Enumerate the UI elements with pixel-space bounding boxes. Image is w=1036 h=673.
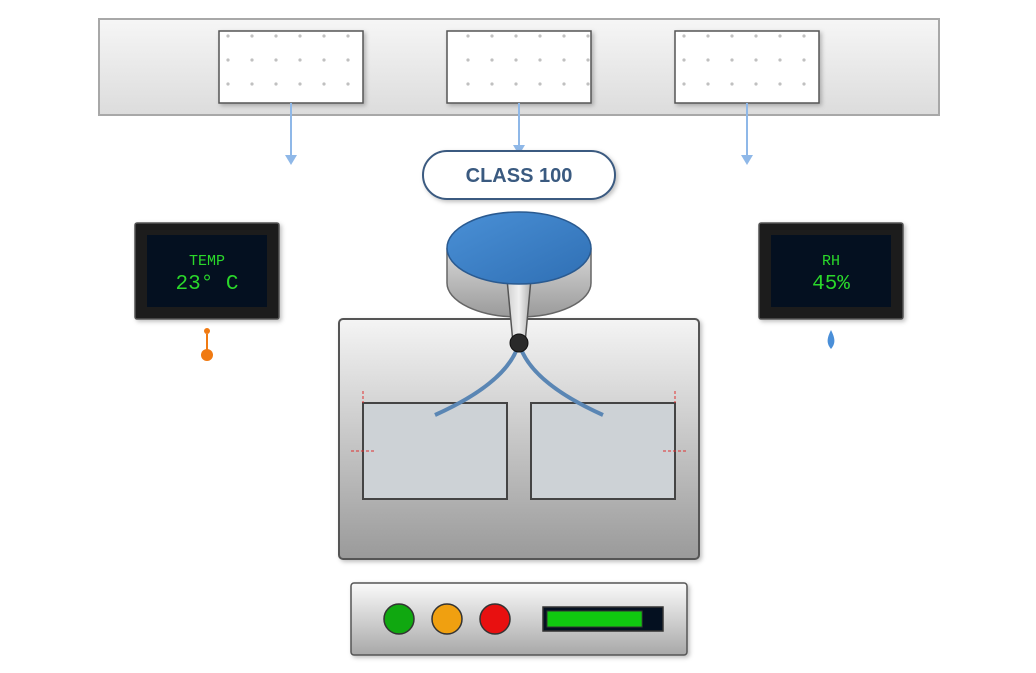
hepa-filter bbox=[218, 30, 364, 104]
temperature-display: TEMP 23° C bbox=[134, 222, 280, 320]
control-panel bbox=[350, 582, 688, 656]
robot-head bbox=[446, 211, 592, 344]
humidity-display: RH 45% bbox=[758, 222, 904, 320]
thermometer-icon bbox=[201, 328, 213, 361]
status-light-orange[interactable] bbox=[431, 603, 463, 635]
temp-value: 23° C bbox=[175, 273, 238, 296]
alignment-marker bbox=[351, 391, 687, 452]
wafer-station-left bbox=[362, 402, 508, 500]
robot-gripper bbox=[434, 333, 604, 417]
rh-value: 45% bbox=[812, 273, 850, 296]
level-meter bbox=[542, 606, 664, 632]
hepa-filter bbox=[446, 30, 592, 104]
water-drop-icon bbox=[827, 330, 835, 349]
wafer-disk bbox=[446, 211, 592, 285]
class-badge: CLASS 100 bbox=[422, 150, 616, 200]
status-light-green[interactable] bbox=[383, 603, 415, 635]
hepa-filter bbox=[674, 30, 820, 104]
wafer-station-right bbox=[530, 402, 676, 500]
level-meter-fill bbox=[546, 610, 643, 628]
class-badge-label: CLASS 100 bbox=[466, 165, 573, 187]
rh-label: RH bbox=[822, 253, 840, 270]
status-light-red[interactable] bbox=[479, 603, 511, 635]
temp-label: TEMP bbox=[189, 253, 225, 270]
